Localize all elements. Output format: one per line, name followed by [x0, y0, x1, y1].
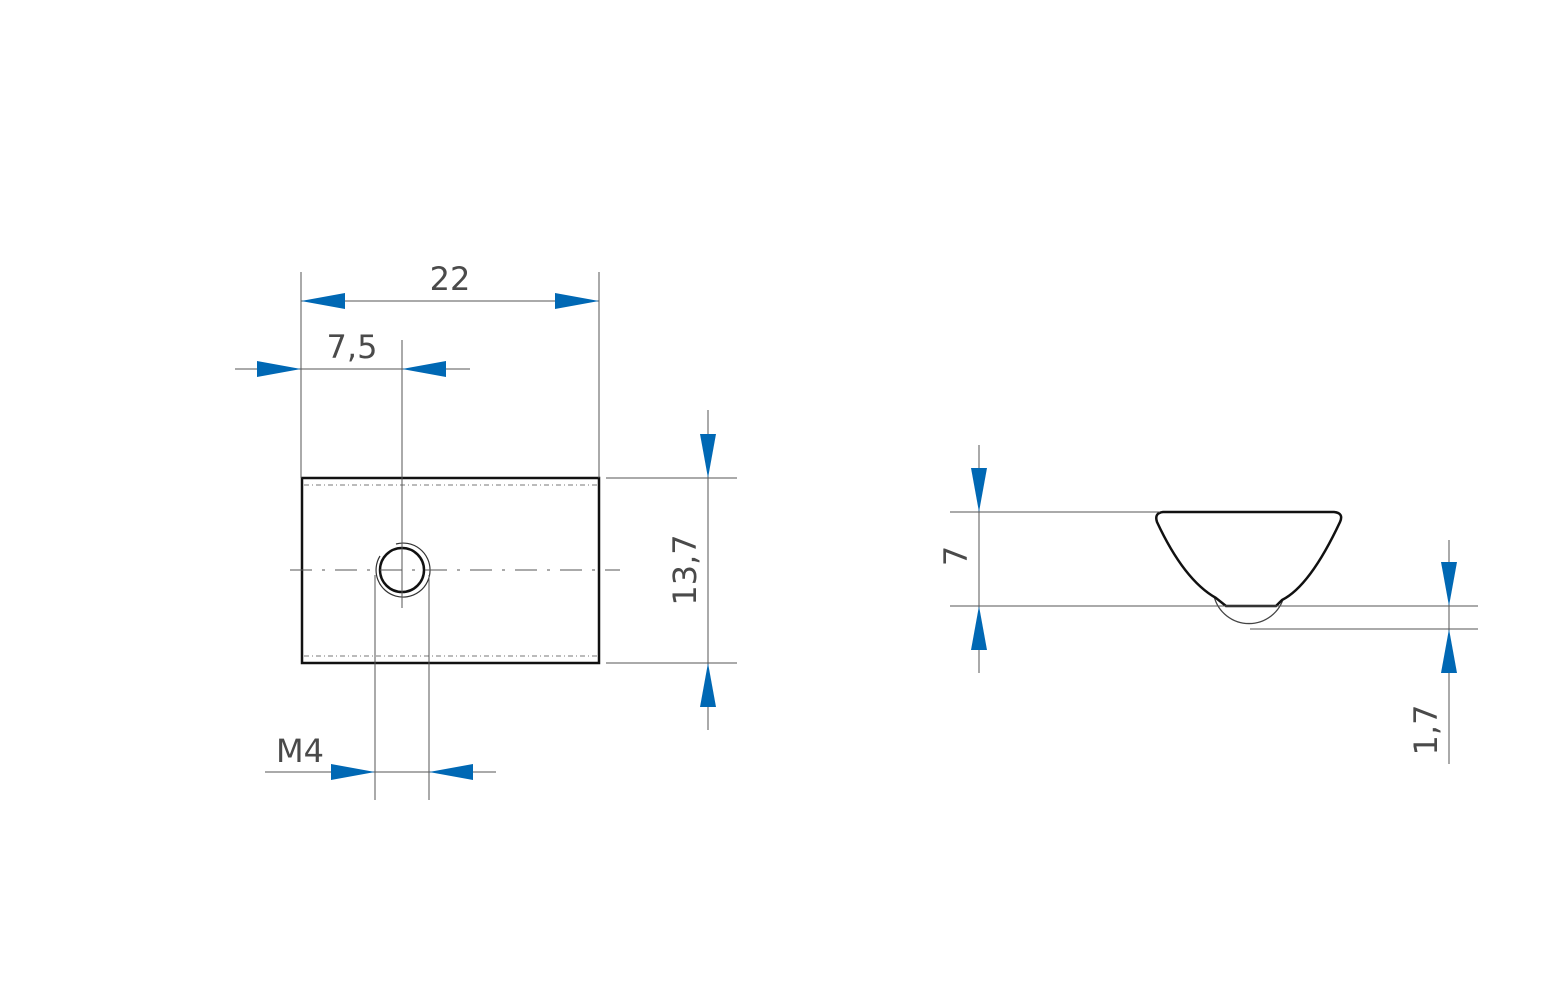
bottom-protrusion-arc	[1213, 595, 1285, 625]
arrow-7-5-right	[402, 361, 446, 377]
arrow-1-7-bottom	[1441, 629, 1457, 673]
threaded-hole-thread-arc	[375, 542, 431, 598]
front-view: 22 7,5 13,7 M4	[235, 260, 737, 800]
dim-label-7-5: 7,5	[327, 328, 378, 366]
dim-label-22: 22	[430, 260, 471, 298]
side-view: 7 1,7	[937, 445, 1478, 764]
dim-label-13-7: 13,7	[666, 534, 704, 605]
arrow-7-5-left	[257, 361, 301, 377]
arrow-1-7-top	[1441, 562, 1457, 606]
arrow-7-top	[971, 468, 987, 512]
dim-label-7: 7	[937, 546, 975, 566]
arrow-22-right	[555, 293, 599, 309]
dim-label-1-7: 1,7	[1407, 705, 1445, 756]
dim-label-m4: M4	[276, 732, 324, 770]
nut-profile-outline	[1155, 510, 1343, 608]
arrow-7-bottom	[971, 606, 987, 650]
arrow-m4-left	[331, 764, 375, 780]
arrow-22-left	[301, 293, 345, 309]
arrow-13-7-top	[700, 434, 716, 478]
arrow-13-7-bottom	[700, 663, 716, 707]
arrow-m4-right	[429, 764, 473, 780]
